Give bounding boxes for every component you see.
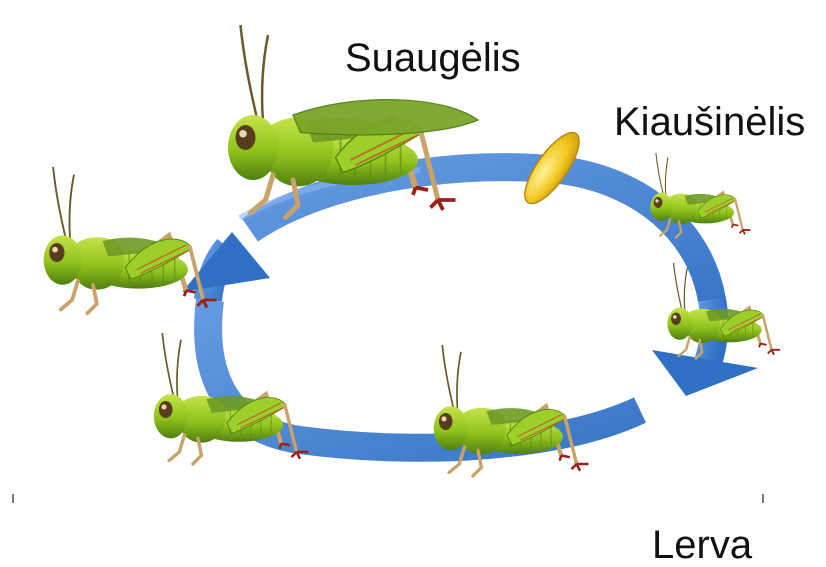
tick-mark — [12, 494, 14, 503]
tick-mark — [762, 494, 764, 503]
label-larva: Lerva — [652, 525, 752, 565]
label-adult: Suaugėlis — [345, 38, 521, 78]
nymph-grasshopper-icon — [154, 333, 309, 464]
label-egg: Kiaušinėlis — [614, 102, 805, 142]
nymph-grasshopper-icon — [44, 167, 217, 313]
